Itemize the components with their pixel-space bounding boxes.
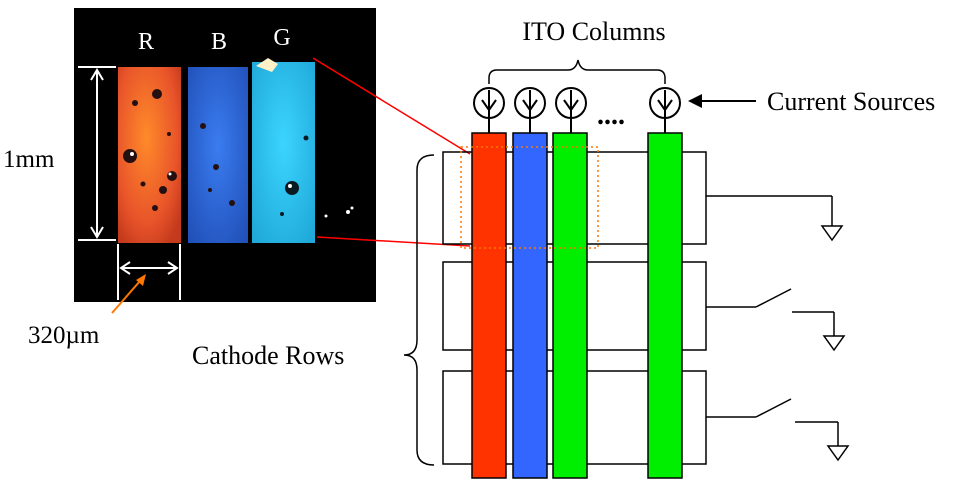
label-r: R bbox=[138, 29, 154, 55]
columns-ellipsis: .... bbox=[597, 100, 625, 131]
row-2-switch bbox=[706, 288, 846, 352]
height-label: 1mm bbox=[3, 146, 55, 173]
cathode-rows-brace bbox=[403, 154, 435, 466]
current-source-2-icon bbox=[514, 87, 546, 133]
blue-subpixel bbox=[188, 67, 248, 243]
current-source-1-icon bbox=[473, 87, 505, 133]
pixel-defects bbox=[123, 89, 309, 216]
schematic: .... ITO Columns Current Sources Cathode… bbox=[192, 17, 935, 479]
width-label-arrow bbox=[111, 274, 146, 314]
label-b: B bbox=[211, 29, 227, 55]
width-label: 320µm bbox=[28, 322, 100, 349]
label-g: G bbox=[273, 25, 290, 51]
ito-column-blue bbox=[512, 132, 548, 479]
ito-column-green-1 bbox=[552, 132, 588, 479]
ito-columns-label: ITO Columns bbox=[522, 17, 665, 46]
cathode-rows-label: Cathode Rows bbox=[192, 341, 344, 370]
ito-column-green-2 bbox=[647, 132, 683, 479]
current-sources-arrow bbox=[688, 94, 756, 108]
zoom-region-box bbox=[460, 146, 599, 249]
current-source-4-icon bbox=[649, 87, 681, 133]
current-sources-label: Current Sources bbox=[767, 87, 935, 116]
width-dimension-marker bbox=[117, 244, 181, 300]
micrograph-photo: R B G bbox=[74, 8, 376, 302]
green-subpixel bbox=[252, 62, 315, 243]
ito-columns-brace bbox=[488, 59, 666, 84]
ito-column-red bbox=[471, 132, 507, 479]
row-1-ground-wire bbox=[706, 195, 844, 242]
current-source-3-icon bbox=[555, 87, 587, 133]
photo-highlights bbox=[130, 58, 354, 218]
row-3-switch bbox=[706, 398, 850, 462]
height-dimension-marker bbox=[78, 66, 116, 241]
